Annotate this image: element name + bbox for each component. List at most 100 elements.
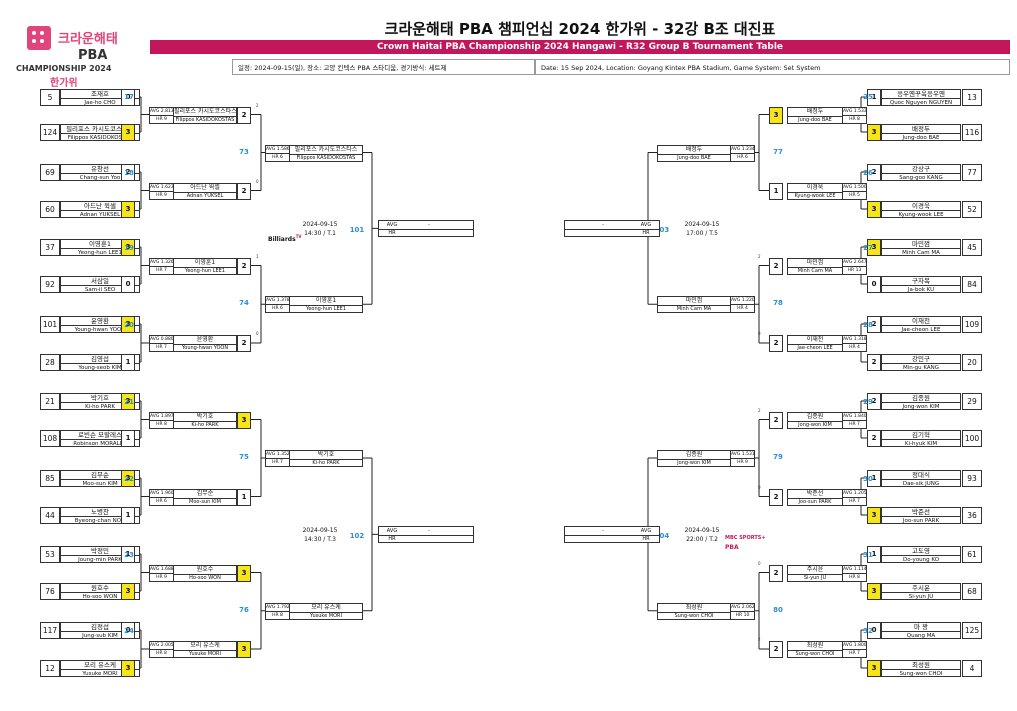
winner-name-english[interactable]: Filippos KASIDOKOSTAS xyxy=(296,154,356,161)
player-name-korean[interactable]: 유창선 xyxy=(61,165,139,174)
player-name-korean[interactable]: 마민껌 xyxy=(882,240,960,249)
player-score[interactable]: 3 xyxy=(867,239,881,256)
player-seed[interactable]: 36 xyxy=(962,507,982,524)
final-result-box[interactable]: AVG-HR xyxy=(564,220,660,238)
player-name-english[interactable]: Ja-bok KU xyxy=(907,287,935,293)
winner-name-korean[interactable]: 배정두 xyxy=(788,108,842,117)
winner-name-english[interactable]: Kyung-wook LEE xyxy=(794,192,836,199)
match-winner-score[interactable]: 3 xyxy=(237,641,251,658)
player-name-korean[interactable]: 원호수 xyxy=(61,584,139,593)
player-score[interactable]: 3 xyxy=(121,583,135,600)
winner-avg[interactable]: AVG 1.234 xyxy=(730,145,754,154)
player-name-korean[interactable]: 김무순 xyxy=(61,471,139,480)
player-seed[interactable]: 52 xyxy=(962,201,982,218)
winner-name-korean[interactable]: 마민껌 xyxy=(658,297,730,307)
player-name-korean[interactable]: 필리포스 카시도코스타스 xyxy=(61,125,139,134)
winner-name-korean[interactable]: 윤영환 xyxy=(174,336,236,345)
player-seed[interactable]: 44 xyxy=(40,507,60,524)
match-number[interactable]: 21 xyxy=(124,397,134,406)
player-score[interactable]: 0 xyxy=(121,276,135,293)
winner-name-english[interactable]: Yeong-hun LEE1 xyxy=(184,267,226,274)
player-score[interactable]: 0 xyxy=(121,89,135,106)
winner-avg[interactable]: AVG 1.205 xyxy=(842,489,866,498)
winner-avg[interactable]: AVG 1.792 xyxy=(266,603,290,612)
match-date[interactable]: 2024-09-15 xyxy=(302,221,338,229)
winner-hr[interactable]: HR 8 xyxy=(150,650,174,658)
winner-hr[interactable]: HR 9 xyxy=(150,191,174,200)
match-number[interactable]: 29 xyxy=(863,397,873,406)
match-number[interactable]: 32 xyxy=(863,627,873,635)
player-name-english[interactable]: Robinson MORALES xyxy=(73,441,127,447)
winner-name-english[interactable]: Jung-doo BAE xyxy=(677,154,711,161)
match-number[interactable]: 104 xyxy=(654,532,670,541)
player-seed[interactable]: 116 xyxy=(962,124,982,141)
player-name-korean[interactable]: 최성원 xyxy=(882,661,960,670)
player-seed[interactable]: 84 xyxy=(962,276,982,293)
winner-hr[interactable]: HR 7 xyxy=(842,650,866,658)
player-seed[interactable]: 93 xyxy=(962,470,982,487)
final-avg-label[interactable]: AVG xyxy=(640,528,652,535)
winner-hr[interactable]: HR 7 xyxy=(842,420,866,429)
match-winner-score[interactable]: 1 xyxy=(769,182,783,200)
player-name-korean[interactable]: 이영훈1 xyxy=(61,240,139,249)
player-name-english[interactable]: Jung-sub KIM xyxy=(82,633,118,639)
player-score[interactable]: 1 xyxy=(121,546,135,563)
winner-name-english[interactable]: Joo-sun PARK xyxy=(798,498,832,505)
final-result-box[interactable]: AVG-HR xyxy=(378,220,474,238)
player-seed[interactable]: 28 xyxy=(40,354,60,371)
winner-avg[interactable]: AVG 1.960 xyxy=(150,489,174,498)
winner-name-korean[interactable]: 주시윤 xyxy=(788,566,842,575)
match-time-table[interactable]: 22:00 / T.2 xyxy=(686,536,718,544)
winner-avg[interactable]: AVG 1.114 xyxy=(842,565,866,574)
set-score-note[interactable]: 0 xyxy=(256,178,259,184)
final-result-box[interactable]: AVG-HR xyxy=(564,526,660,544)
player-seed[interactable]: 21 xyxy=(40,393,60,410)
player-name-korean[interactable]: 응우옌꾸옥응우옌 xyxy=(882,90,960,99)
match-winner-score[interactable]: 2 xyxy=(769,257,783,275)
final-hr-row[interactable]: HR xyxy=(379,229,473,237)
player-seed[interactable]: 108 xyxy=(40,430,60,447)
match-winner-score[interactable]: 2 xyxy=(769,641,783,658)
final-hr-row[interactable]: HR xyxy=(379,535,473,543)
final-avg-value[interactable]: - xyxy=(602,222,604,229)
player-name-english[interactable]: Joo-sun PARK xyxy=(902,518,940,524)
match-time-table[interactable]: 14:30 / T.1 xyxy=(304,230,336,238)
player-seed[interactable]: 37 xyxy=(40,239,60,256)
player-score[interactable]: 1 xyxy=(867,470,881,487)
player-name-english[interactable]: Sang-goo KANG xyxy=(899,175,943,181)
player-name-korean[interactable]: 김기혁 xyxy=(882,431,960,440)
player-name-korean[interactable]: 이재천 xyxy=(882,317,960,326)
final-avg-value[interactable]: - xyxy=(428,222,430,229)
match-number[interactable]: 31 xyxy=(863,550,873,559)
match-date[interactable]: 2024-09-15 xyxy=(302,527,338,535)
player-name-korean[interactable]: 조재호 xyxy=(61,90,139,99)
match-number[interactable]: 78 xyxy=(773,299,783,308)
final-avg-row[interactable]: AVG- xyxy=(565,527,659,537)
player-score[interactable]: 2 xyxy=(867,316,881,333)
player-seed[interactable]: 60 xyxy=(40,201,60,218)
final-hr-label[interactable]: HR xyxy=(388,230,396,237)
player-score[interactable]: 2 xyxy=(867,164,881,181)
winner-avg[interactable]: AVG 1.586 xyxy=(266,145,290,154)
winner-avg[interactable]: AVG 1.220 xyxy=(730,297,754,306)
final-avg-row[interactable]: AVG- xyxy=(565,221,659,231)
player-name-english[interactable]: Minh Cam MA xyxy=(902,250,940,256)
player-seed[interactable]: 5 xyxy=(40,89,60,106)
player-score[interactable]: 3 xyxy=(121,124,135,141)
